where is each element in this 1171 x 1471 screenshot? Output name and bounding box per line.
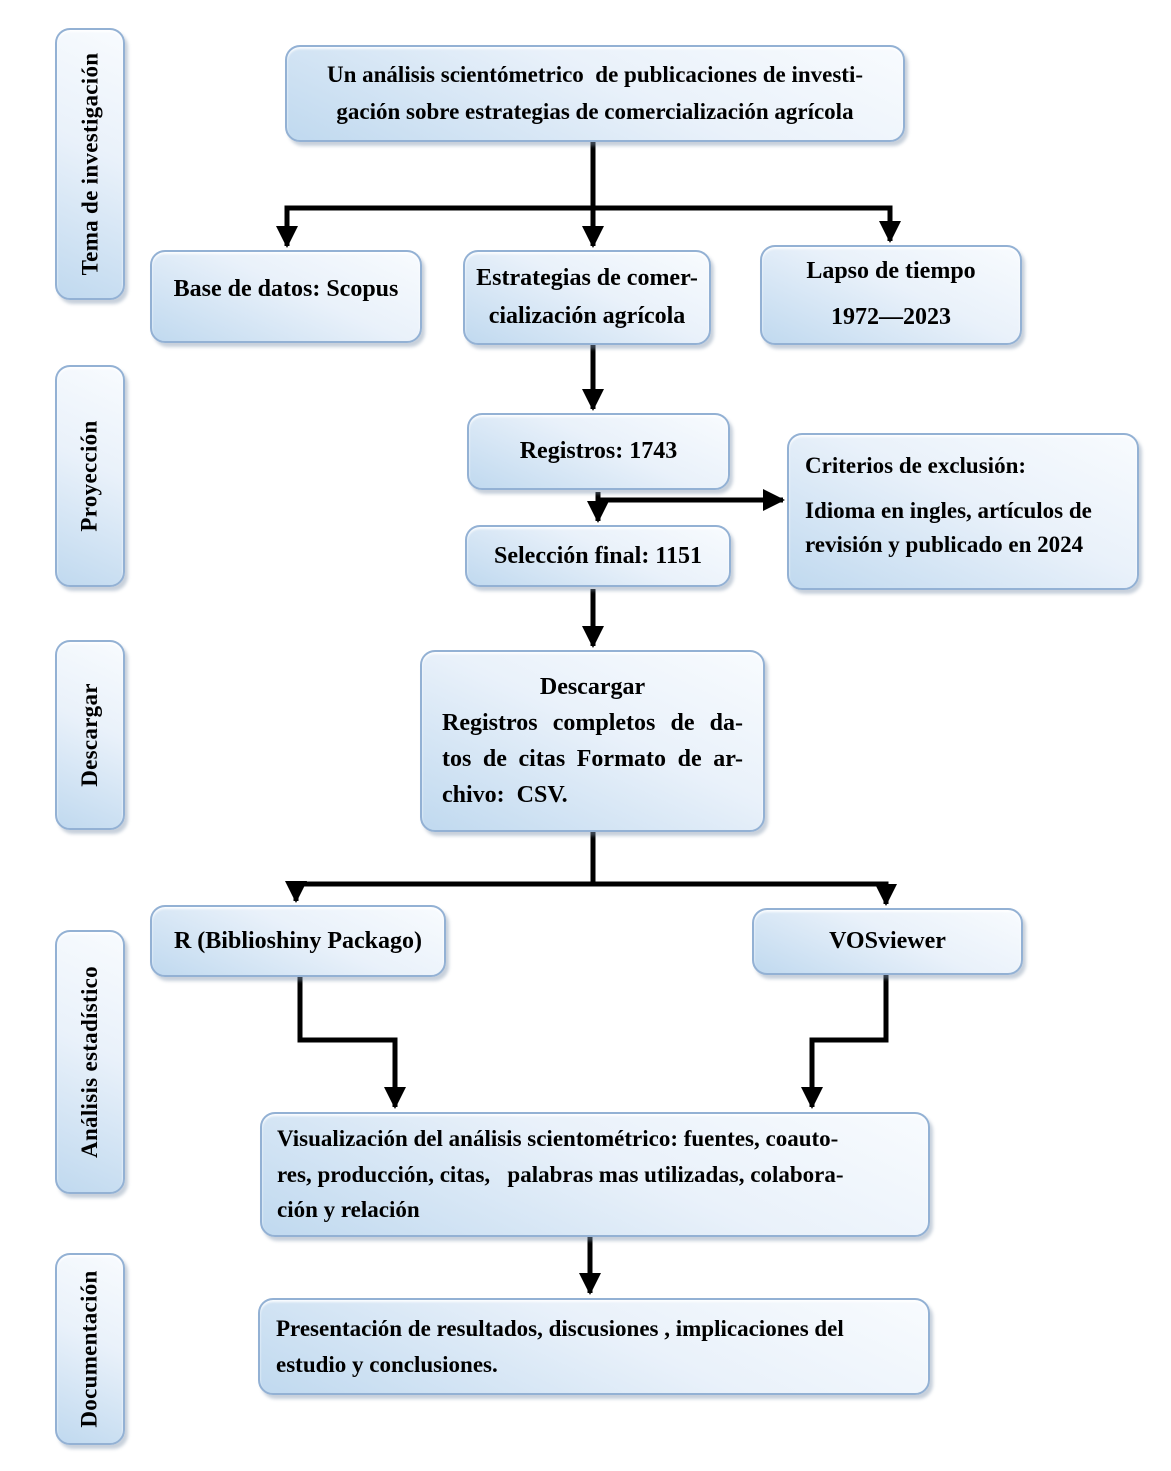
- download-line: tos de citas Formato de ar-: [442, 746, 743, 772]
- node-label: VOSviewer: [829, 928, 946, 954]
- reporting-line: Presentación de resultados, discusiones …: [276, 1315, 844, 1341]
- node-results-presentation: Presentación de resultados, discusiones …: [258, 1298, 930, 1395]
- stage-label: Análisis estadístico: [77, 966, 102, 1158]
- node-exclusion-criteria: Criterios de exclusión: Idioma en ingles…: [787, 433, 1139, 590]
- reporting-line: estudio y conclusiones.: [276, 1351, 498, 1377]
- exclusion-heading: Criterios de exclusión:: [805, 453, 1027, 478]
- stage-label: Documentación: [77, 1270, 102, 1428]
- stage-tema-de-investigacion: Tema de investigación: [55, 28, 125, 300]
- node-line: Estrategias de comer-: [476, 265, 698, 292]
- node-search-topic: Estrategias de comer- cialización agríco…: [463, 250, 711, 345]
- download-line: chivo: CSV.: [442, 782, 568, 808]
- node-final-selection: Selección final: 1151: [465, 525, 731, 587]
- download-heading: Descargar: [539, 674, 646, 700]
- visualization-line: Visualización del análisis scientométric…: [277, 1126, 839, 1152]
- exclusion-line: revisión y publicado en 2024: [805, 532, 1084, 557]
- stage-documentacion: Documentación: [55, 1253, 125, 1445]
- node-database-scopus: Base de datos: Scopus: [150, 250, 422, 343]
- node-timespan: Lapso de tiempo 1972—2023: [760, 245, 1022, 345]
- stage-descargar: Descargar: [55, 640, 125, 830]
- stage-label: Tema de investigación: [77, 52, 102, 276]
- node-line: cialización agrícola: [488, 302, 686, 329]
- node-download: Descargar Registros completos de da- tos…: [420, 650, 765, 832]
- node-research-title: Un análisis scientómetrico de publicacio…: [285, 45, 905, 142]
- node-label: Selección final: 1151: [494, 542, 702, 569]
- node-visualization: Visualización del análisis scientométric…: [260, 1112, 930, 1237]
- visualization-line: res, producción, citas, palabras mas uti…: [277, 1161, 844, 1187]
- stage-proyeccion: Proyección: [55, 365, 125, 587]
- stage-label: Descargar: [77, 683, 103, 787]
- node-label: R (Biblioshiny Packago): [173, 927, 423, 954]
- stage-analisis-estadistico: Análisis estadístico: [55, 930, 125, 1194]
- node-tool-r-biblioshiny: R (Biblioshiny Packago): [150, 905, 446, 977]
- visualization-line: ción y relación: [277, 1197, 420, 1223]
- exclusion-line: Idioma en ingles, artículos de: [805, 497, 1092, 523]
- node-label: Base de datos: Scopus: [173, 276, 399, 302]
- stage-label: Proyección: [77, 420, 102, 532]
- node-line: Lapso de tiempo: [806, 258, 976, 285]
- node-label: Registros: 1743: [519, 438, 678, 464]
- title-line: Un análisis scientómetrico de publicacio…: [326, 61, 864, 87]
- node-tool-vosviewer: VOSviewer: [752, 908, 1023, 975]
- node-records-count: Registros: 1743: [467, 413, 730, 490]
- title-line: gación sobre estrategias de comercializa…: [336, 98, 854, 124]
- download-line: Registros completos de da-: [442, 710, 743, 736]
- node-line: 1972—2023: [831, 304, 951, 330]
